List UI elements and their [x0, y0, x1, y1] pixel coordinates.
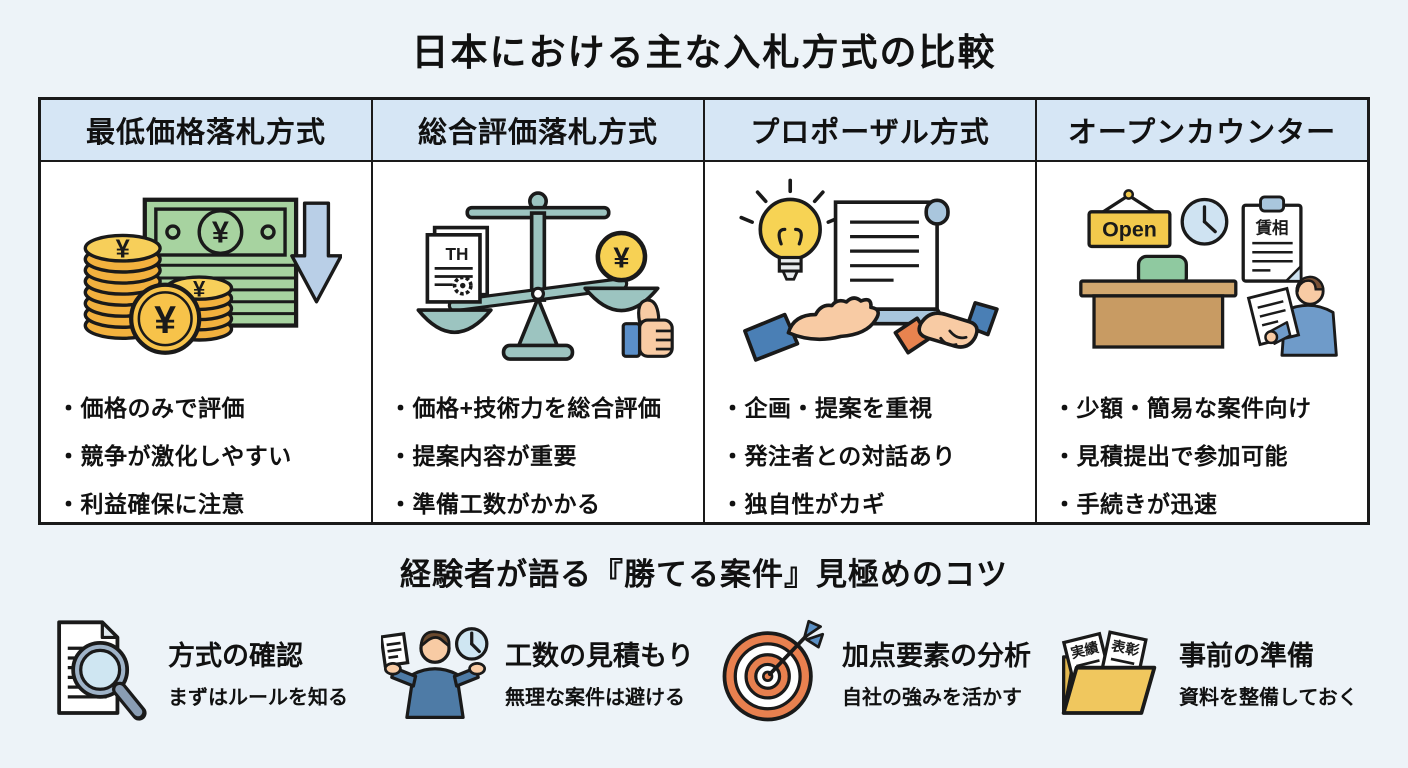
bullet-item: ・競争が激化しやすい — [57, 443, 292, 469]
yen-symbol: ¥ — [154, 299, 176, 342]
tip-method-check: 方式の確認 まずはルールを知る — [30, 602, 367, 742]
column-open-counter: オープンカウンター Open — [1037, 100, 1367, 522]
tip-text: 事前の準備 資料を整備しておく — [1179, 634, 1358, 710]
proposal-illustration — [739, 178, 999, 362]
tip-workload-estimate: 工数の見積もり 無理な案件は避ける — [367, 602, 704, 742]
person-weighing-time-icon — [381, 618, 489, 726]
tip-text: 工数の見積もり 無理な案件は避ける — [505, 634, 694, 710]
target-dart-icon — [718, 618, 826, 726]
tip-subtitle: 無理な案件は避ける — [505, 687, 685, 709]
bullet-item: ・価格+技術力を総合評価 — [389, 395, 662, 421]
bullet-item: ・少額・簡易な案件向け — [1053, 395, 1312, 421]
tip-text: 加点要素の分析 自社の強みを活かす — [842, 634, 1031, 710]
thumbs-up — [621, 298, 674, 358]
lightbulb — [739, 178, 841, 281]
column-header: 総合評価落札方式 — [373, 100, 703, 162]
document-label: TH — [446, 244, 469, 264]
counter-desk — [1079, 254, 1238, 349]
open-hand — [743, 296, 880, 362]
column-header: 最低価格落札方式 — [41, 100, 371, 162]
open-sign: Open — [1087, 189, 1172, 249]
paper-label: 表彰 — [1109, 637, 1141, 659]
page-title: 日本における主な入札方式の比較 — [411, 32, 997, 73]
balance-scale — [416, 191, 660, 361]
technical-document: TH — [425, 225, 490, 304]
tip-advance-preparation: 実績 表彰 事前の準備 資料を整備しておく — [1041, 602, 1378, 742]
open-counter-illustration: Open 賃相 — [1079, 189, 1338, 357]
clock-icon — [1180, 197, 1229, 246]
document-magnifier-icon — [44, 618, 152, 726]
yen-symbol: ¥ — [116, 236, 131, 264]
bullet-list: ・価格+技術力を総合評価 ・提案内容が重要 ・準備工数がかかる — [373, 376, 703, 528]
column-header: プロポーザル方式 — [705, 100, 1035, 162]
bullet-item: ・準備工数がかかる — [389, 491, 601, 517]
yen-cash-down-arrow-icon: ¥ ¥ — [41, 162, 371, 376]
clipboard: 賃相 — [1241, 195, 1303, 283]
open-sign-label: Open — [1102, 218, 1157, 242]
tip-subtitle: 資料を整備しておく — [1179, 687, 1358, 709]
money-decrease-illustration: ¥ ¥ — [83, 197, 342, 355]
bullet-item: ・独自性がカギ — [721, 491, 886, 517]
yen-symbol: ¥ — [613, 242, 629, 274]
front-coin: ¥ — [129, 282, 202, 355]
tip-subtitle: まずはルールを知る — [168, 687, 348, 709]
bullet-list: ・価格のみで評価 ・競争が激化しやすい ・利益確保に注意 — [41, 376, 371, 528]
tip-title: 方式の確認 — [168, 641, 303, 671]
tips-row: 方式の確認 まずはルールを知る — [30, 602, 1378, 742]
down-arrow — [290, 201, 342, 304]
column-comprehensive-eval: 総合評価落札方式 — [373, 100, 705, 522]
tips-section-title: 経験者が語る『勝てる案件』見極めのコツ — [400, 557, 1008, 592]
tip-title: 事前の準備 — [1179, 641, 1314, 671]
comparison-table: 最低価格落札方式 ¥ — [38, 97, 1370, 525]
yen-symbol: ¥ — [193, 277, 206, 302]
open-counter-desk-icon: Open 賃相 — [1037, 162, 1367, 376]
person-reading — [1246, 275, 1338, 357]
column-proposal: プロポーザル方式 — [705, 100, 1037, 522]
bullet-list: ・少額・簡易な案件向け ・見積提出で参加可能 ・手続きが迅速 — [1037, 376, 1367, 528]
bullet-item: ・企画・提案を重視 — [721, 395, 933, 421]
proposal-scroll — [810, 198, 950, 326]
paper-label: 実績 — [1069, 639, 1100, 661]
bullet-item: ・利益確保に注意 — [57, 491, 245, 517]
bullet-item: ・提案内容が重要 — [389, 443, 577, 469]
bullet-item: ・価格のみで評価 — [57, 395, 245, 421]
column-header: オープンカウンター — [1037, 100, 1367, 162]
bullet-item: ・見積提出で参加可能 — [1053, 443, 1288, 469]
tip-title: 加点要素の分析 — [842, 641, 1031, 671]
folder-documents-icon: 実績 表彰 — [1055, 618, 1163, 726]
yen-symbol: ¥ — [212, 215, 229, 249]
yen-coin: ¥ — [595, 230, 648, 283]
bullet-list: ・企画・提案を重視 ・発注者との対話あり ・独自性がカギ — [705, 376, 1035, 528]
idea-scroll-handshake-icon — [705, 162, 1035, 376]
clipboard-label: 賃相 — [1255, 218, 1289, 237]
balance-scale-thumbs-up-icon: TH ¥ — [373, 162, 703, 376]
tip-text: 方式の確認 まずはルールを知る — [168, 634, 348, 710]
tip-scoring-analysis: 加点要素の分析 自社の強みを活かす — [704, 602, 1041, 742]
scale-illustration: TH ¥ — [416, 191, 674, 361]
bullet-item: ・発注者との対話あり — [721, 443, 956, 469]
tip-subtitle: 自社の強みを活かす — [842, 687, 1022, 709]
column-lowest-price: 最低価格落札方式 ¥ — [41, 100, 373, 522]
handshake — [893, 301, 999, 355]
bullet-item: ・手続きが迅速 — [1053, 491, 1218, 517]
tip-title: 工数の見積もり — [505, 641, 694, 671]
